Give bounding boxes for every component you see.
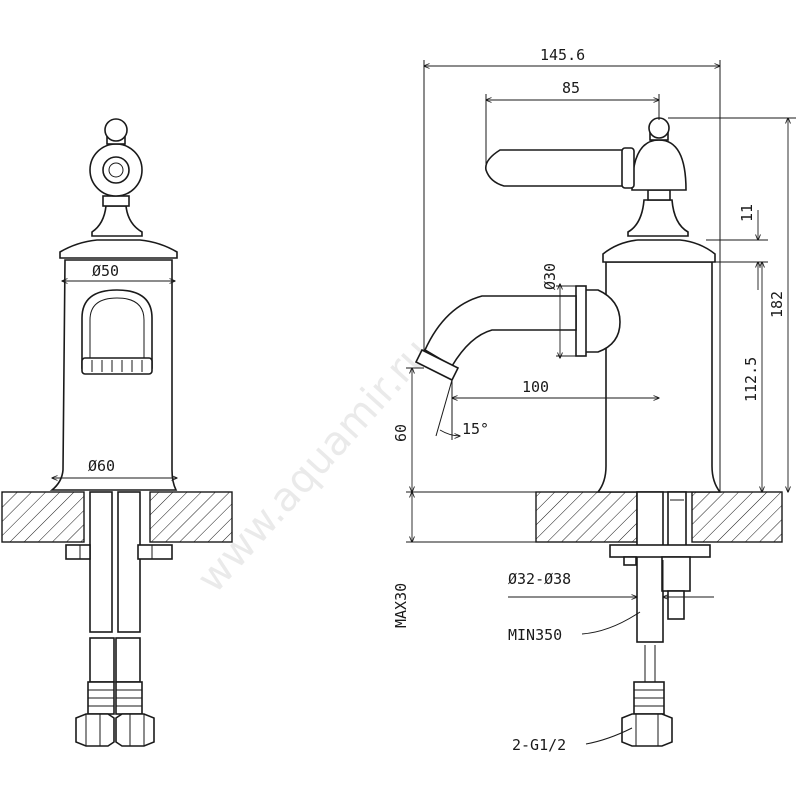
dimension-collar-height: 11 <box>706 204 768 290</box>
dimension-body-height: 112.5 <box>742 262 762 492</box>
dimension-spout-angle: 15° <box>435 379 489 438</box>
svg-text:60: 60 <box>392 424 410 442</box>
svg-text:Ø50: Ø50 <box>92 262 119 280</box>
dimension-max-thickness: MAX30 <box>392 492 536 628</box>
left-front-view: Ø50 Ø60 <box>1 118 233 747</box>
dimension-spout-reach: 100 <box>452 378 659 440</box>
svg-text:Ø32-Ø38: Ø32-Ø38 <box>508 570 571 588</box>
dimension-handle-reach: 85 <box>486 79 659 165</box>
dimension-spout-height: 60 <box>392 368 424 492</box>
dimension-overall-width: 145.6 <box>424 46 720 492</box>
svg-text:15°: 15° <box>462 420 489 438</box>
svg-text:182: 182 <box>768 291 786 318</box>
svg-text:11: 11 <box>738 204 756 222</box>
svg-text:100: 100 <box>522 378 549 396</box>
right-faucet-body <box>596 239 722 493</box>
left-dimension-diameter-60: Ø60 <box>52 457 177 478</box>
dimension-hose-thread: 2-G1/2 <box>512 727 633 754</box>
svg-text:2-G1/2: 2-G1/2 <box>512 736 566 754</box>
left-handle <box>89 118 143 237</box>
svg-text:Ø30: Ø30 <box>541 263 559 290</box>
dimension-hose-length: MIN350 <box>508 611 641 644</box>
left-mounting-nut <box>65 544 173 560</box>
dimension-overall-height: 182 <box>668 118 796 492</box>
right-side-view: 145.6 85 Ø30 100 15° <box>392 46 796 754</box>
dimension-spout-diameter: Ø30 <box>541 263 578 358</box>
svg-text:MAX30: MAX30 <box>392 583 410 628</box>
dimension-hole-diameter: Ø32-Ø38 <box>508 560 714 602</box>
right-handle <box>484 117 689 237</box>
left-supply-pipes <box>75 491 155 747</box>
left-dimension-diameter-50: Ø50 <box>62 262 175 281</box>
svg-text:85: 85 <box>562 79 580 97</box>
svg-text:MIN350: MIN350 <box>508 626 562 644</box>
left-countertop <box>1 491 233 543</box>
right-supply-assembly <box>609 491 711 747</box>
svg-text:Ø60: Ø60 <box>88 457 115 475</box>
svg-text:112.5: 112.5 <box>742 357 760 402</box>
right-spout <box>414 285 621 382</box>
left-faucet-body <box>49 239 178 491</box>
svg-text:145.6: 145.6 <box>540 46 585 64</box>
right-countertop <box>535 491 783 543</box>
watermark: www.aquamir.ru <box>188 330 439 602</box>
